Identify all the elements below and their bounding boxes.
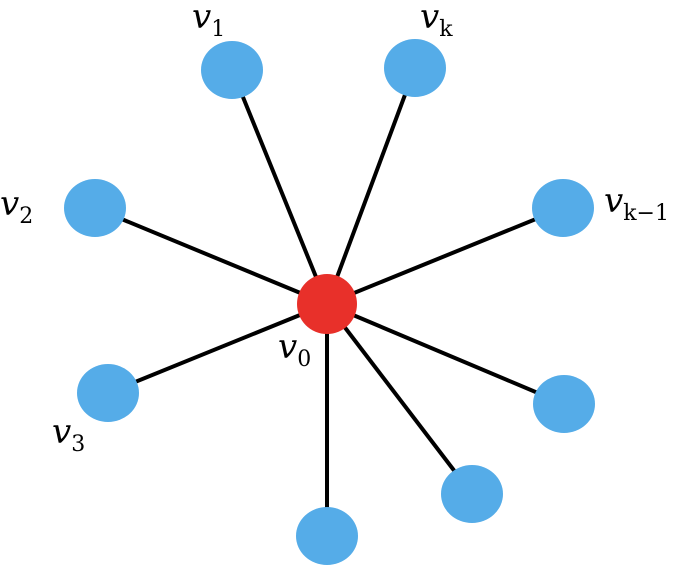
edge-v0-v2: [93, 206, 329, 306]
node-label-vk: vk: [420, 0, 453, 42]
node-vk: [384, 39, 446, 97]
node-u-right: [533, 375, 595, 433]
edge-v0-vk: [325, 66, 417, 306]
node-vk-1: [532, 179, 594, 237]
node-u-lower-right: [441, 465, 503, 523]
node-subscript-v1: 1: [211, 17, 225, 42]
node-label-v2: v2: [0, 184, 33, 229]
edge-v0-vk-1: [325, 206, 565, 306]
node-v1: [201, 41, 263, 99]
node-v0: [297, 274, 357, 334]
node-label-v1: v1: [192, 0, 225, 42]
node-u-bottom: [296, 507, 358, 565]
edge-v0-v1: [230, 68, 329, 306]
edges-layer: [93, 66, 566, 538]
node-v3: [77, 364, 139, 422]
node-label-vk-1: vk−1: [604, 181, 669, 226]
edge-v0-u-lower-right: [325, 302, 474, 496]
node-label-v0: v0: [278, 327, 311, 372]
node-label-v3: v3: [52, 412, 85, 457]
edge-v0-u-right: [325, 302, 566, 406]
node-subscript-v3: 3: [71, 432, 85, 457]
nodes-layer: [64, 39, 595, 565]
node-subscript-vk-1: k−1: [623, 201, 669, 226]
node-subscript-v2: 2: [19, 204, 33, 229]
node-v2: [64, 179, 126, 237]
node-subscript-v0: 0: [297, 347, 311, 372]
node-subscript-vk: k: [439, 17, 453, 42]
edge-v0-v3: [106, 302, 329, 395]
